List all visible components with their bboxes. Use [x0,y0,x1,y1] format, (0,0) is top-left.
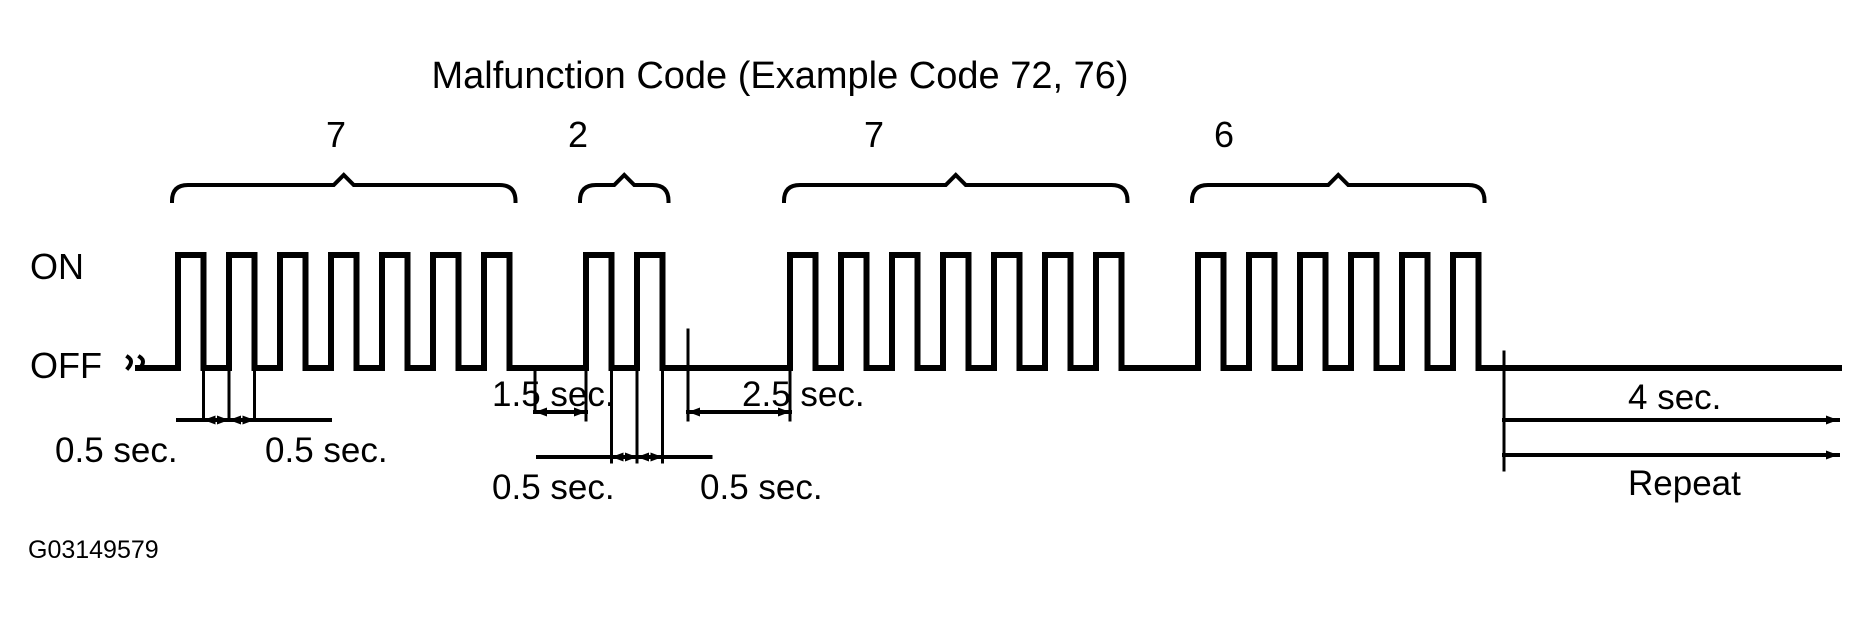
dim-arrow-g2-on-arrowhead-left [611,452,624,462]
signal-waveform [175,252,1842,371]
figure-title: Malfunction Code (Example Code 72, 76) [431,55,1129,97]
dim-arrow-inter-code-arrowhead-right [778,407,790,417]
dim-arrow-g2-off-arrowhead-left [637,452,649,462]
dim-arrow-g2-on-arrowhead-right [625,452,637,462]
axis-label-off: OFF [30,345,102,386]
group-bracket-1 [169,172,518,204]
dim-arrow-repeat-interval-arrowhead-right [1826,415,1838,425]
dim-arrow-g1-off-arrowhead-right [242,415,255,425]
dimension-label-repeat: Repeat [1628,464,1741,503]
dim-arrow-g1-off-arrowhead-left [229,415,241,425]
dim-arrow-g1-on-arrowhead-right [217,415,229,425]
group-digit-label-3: 7 [863,114,885,155]
axis-label-on: ON [30,246,84,287]
dim-arrow-inter-code-arrowhead-left [688,407,700,417]
group-digit-label-2: 2 [567,114,589,155]
dim-arrow-g1-on-arrowhead-left [203,415,216,425]
dimension-label-repeat-interval: 4 sec. [1628,378,1722,417]
dimension-label-group2-off: 0.5 sec. [700,468,823,507]
dimension-label-group1-on: 0.5 sec. [55,431,178,470]
dim-arrow-inter-digit-arrowhead-left [535,407,547,417]
group-bracket-2 [577,172,671,204]
dimension-label-group1-off: 0.5 sec. [265,431,388,470]
dim-arrow-g2-off-arrowhead-right [650,452,663,462]
group-digit-label-1: 7 [325,114,347,155]
dim-arrow-inter-digit-arrowhead-right [574,407,586,417]
group-digit-label-4: 6 [1213,114,1235,155]
group-bracket-3 [781,172,1130,204]
dimension-label-group2-on: 0.5 sec. [492,468,615,507]
group-bracket-4 [1189,172,1487,204]
dimension-label-inter-digit: 1.5 sec. [492,375,615,414]
figure-id-label: G03149579 [28,536,159,564]
dimension-label-inter-code: 2.5 sec. [742,375,865,414]
axis-break-icon [125,354,145,371]
dim-arrow-repeat-arrowhead-right [1826,450,1838,460]
